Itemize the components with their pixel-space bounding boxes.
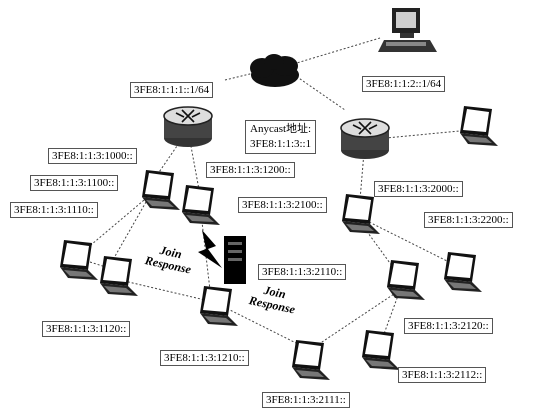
anycast-address: 3FE8:1:1:3::1 [250,138,312,150]
base-station [224,236,246,284]
node-2200-label: 3FE8:1:1:3:2200:: [424,212,513,228]
laptop-2110 [387,260,425,300]
node-1120-label: 3FE8:1:1:3:1120:: [42,321,131,337]
lightning-icon [198,230,222,268]
node-1000-label: 3FE8:1:1:3:1000:: [48,148,137,164]
laptop-2120 [444,252,482,292]
node-2110-label: 3FE8:1:1:3:2110:: [258,264,347,280]
anycast-title: Anycast地址: [250,123,312,135]
node-2120-label: 3FE8:1:1:3:2120:: [404,318,493,334]
laptop-2200 [460,106,498,146]
laptop-2112 [362,330,400,370]
node-1100-label: 3FE8:1:1:3:1100:: [30,175,119,191]
node-2112-label: 3FE8:1:1:3:2112:: [398,367,487,383]
router-right-prefix-label: 3FE8:1:1:2::1/64 [362,76,446,92]
laptop-1120 [100,256,138,296]
laptop-1110 [60,240,98,280]
node-2111-label: 3FE8:1:1:3:2111:: [262,392,350,408]
laptop-1100 [142,170,180,210]
router-left-prefix-label: 3FE8:1:1:1::1/64 [130,82,214,98]
anycast-label: Anycast地址: 3FE8:1:1:3::1 [245,120,317,154]
router-right [340,118,390,160]
internet-cloud [250,54,299,87]
node-1210-label: 3FE8:1:1:3:1210:: [160,350,249,366]
laptop-2100 [342,194,380,234]
desktop-computer [378,8,437,52]
wireless-links [84,37,471,351]
laptop-2111 [292,340,330,380]
router-left [163,106,213,148]
laptop-1200 [182,185,220,225]
node-2100-label: 3FE8:1:1:3:2100:: [238,197,327,213]
node-1110-label: 3FE8:1:1:3:1110:: [10,202,98,218]
node-1200-label: 3FE8:1:1:3:1200:: [206,162,295,178]
laptop-1210 [200,286,238,326]
node-2000-label: 3FE8:1:1:3:2000:: [374,181,463,197]
